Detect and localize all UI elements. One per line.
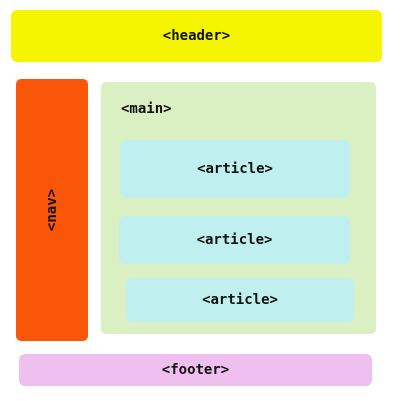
article-block: <article> [119,216,350,264]
article-block: <article> [126,278,354,322]
nav-label: <nav> [44,188,60,232]
article-block: <article> [120,140,350,198]
header-block: <header> [11,10,382,62]
footer-block: <footer> [19,354,372,386]
header-label: <header> [162,28,231,44]
article-label: <article> [197,161,273,177]
footer-label: <footer> [161,362,230,378]
article-label: <article> [196,232,273,248]
main-label: <main> [121,101,172,117]
article-label: <article> [202,292,278,308]
nav-block: <nav> [16,79,88,341]
